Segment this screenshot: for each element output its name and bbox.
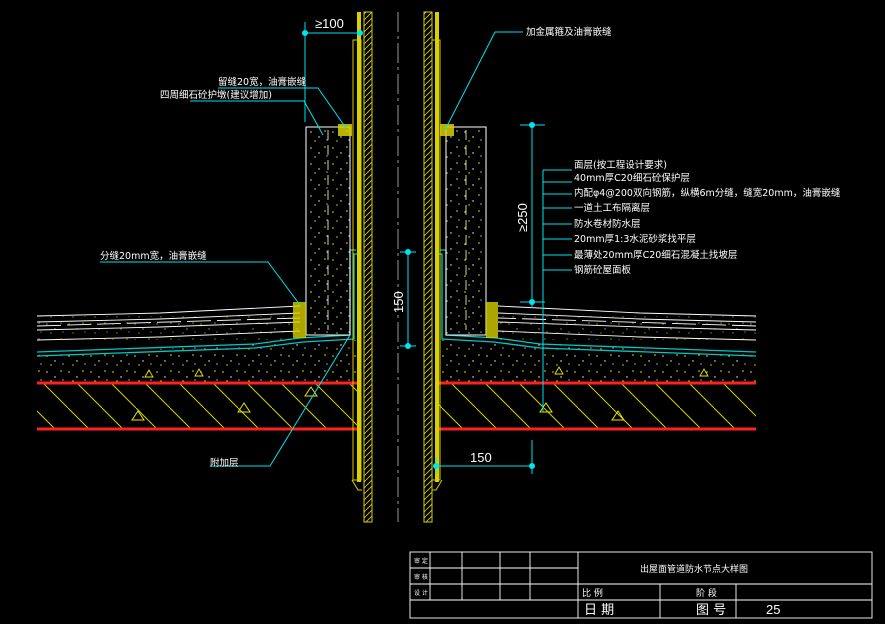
label-layer-c20: 40mm厚C20细石砼保护层 (574, 172, 690, 184)
number-value: 25 (766, 602, 780, 617)
label-layer-rebar: 内配φ4@200双向钢筋，纵横6m分缝，缝宽20mm，油膏嵌缝 (574, 187, 841, 199)
row-label-design: 设 计 (414, 589, 428, 597)
dim-bottom-width: 150 (470, 450, 492, 465)
label-left-fill: 四周细石砼护墩(建议增加) (160, 89, 272, 101)
drawing-title: 出屋面管道防水节点大样图 (640, 563, 748, 575)
label-layer-slab: 钢筋砼屋面板 (574, 264, 632, 276)
label-layer-slope: 最薄处20mm厚C20细石混凝土找坡层 (574, 249, 737, 261)
pipe (351, 11, 443, 523)
row-label-review: 审 核 (414, 573, 428, 581)
label-left-joint: 留缝20宽，油膏嵌缝 (218, 76, 307, 88)
title-block (409, 551, 873, 619)
date-label: 日 期 (584, 603, 614, 618)
label-additional: 附加层 (210, 457, 239, 469)
leader-lines (100, 31, 572, 467)
label-layer-waterproof: 防水卷材防水层 (574, 218, 641, 230)
label-layer-mortar: 20mm厚1:3水泥砂浆找平层 (574, 233, 696, 245)
label-left-split: 分缝20mm宽，油膏嵌缝 (100, 250, 207, 262)
label-layer-surface: 面层(按工程设计要求) (574, 159, 667, 171)
dimension-lines (302, 22, 545, 474)
scale-label: 比 例 (582, 587, 603, 599)
dim-right-height: ≥250 (515, 203, 530, 232)
annotations: 加金属箍及油膏嵌缝 留缝20宽，油膏嵌缝 四周细石砼护墩(建议增加) 面层(按工… (100, 16, 841, 469)
stage-label: 阶 段 (696, 587, 717, 599)
concrete-collar (293, 124, 498, 338)
roof-slab (37, 381, 756, 431)
waterproof-layer (36, 249, 757, 357)
row-label-approve: 审 定 (414, 557, 428, 565)
label-top-right: 加金属箍及油膏嵌缝 (526, 26, 612, 38)
number-label: 图 号 (696, 603, 726, 618)
dim-top: ≥100 (315, 16, 344, 31)
slope-layer (37, 340, 756, 383)
dim-mid-height: 150 (391, 291, 406, 313)
title-block-text: 出屋面管道防水节点大样图 审 定 审 核 设 计 比 例 阶 段 日 期 图 号… (414, 557, 780, 618)
label-layer-isolation: 一道土工布隔离层 (574, 202, 650, 214)
